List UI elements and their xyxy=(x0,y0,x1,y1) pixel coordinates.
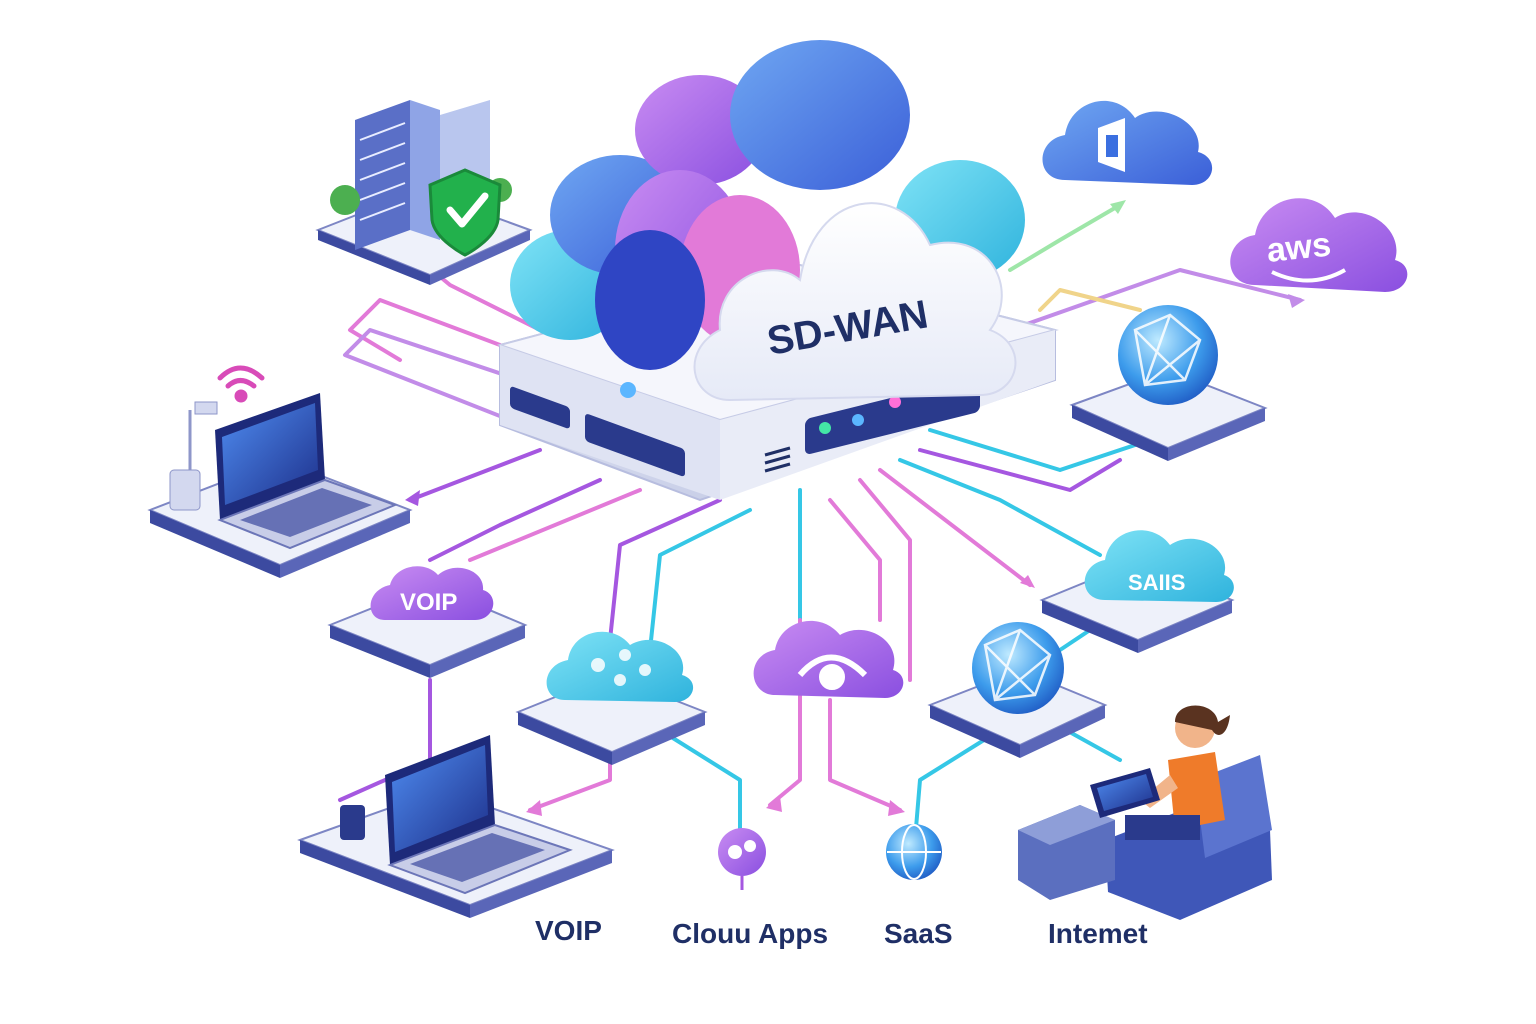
link-office xyxy=(1008,203,1122,272)
link-left-purple xyxy=(343,328,522,422)
link-saas xyxy=(878,468,1032,587)
link-aws-2 xyxy=(1038,288,1142,312)
cloud-icon xyxy=(370,566,494,620)
led-blue xyxy=(852,414,864,426)
cloud-apps-node xyxy=(515,631,708,765)
led-cyan xyxy=(819,422,831,434)
led-pink xyxy=(889,396,901,408)
label-voip: VOIP xyxy=(535,915,602,946)
label-cloud-apps: Clouu Apps xyxy=(672,918,828,949)
laptop-icon xyxy=(385,735,573,895)
cloud-icon xyxy=(1042,100,1213,185)
app-cloud-node xyxy=(753,620,904,698)
internet-node xyxy=(927,622,1108,758)
link-saas-bottom xyxy=(828,698,902,812)
arrow-saas-bottom xyxy=(888,800,905,816)
link-cloud-apps-2 xyxy=(648,508,752,652)
link-globe xyxy=(928,428,1152,472)
saas-node: SAIIS xyxy=(1039,530,1235,653)
link-internet-bottom xyxy=(913,728,1002,842)
link-saas-globe xyxy=(1058,628,1092,652)
router-port-1 xyxy=(510,386,570,429)
arrowheads xyxy=(405,200,1305,816)
arrow-cloud-apps xyxy=(766,796,782,812)
cloud-icon xyxy=(1084,530,1234,602)
link-voip xyxy=(428,478,602,562)
link-center-down-3 xyxy=(858,478,912,682)
router-small-icon xyxy=(169,401,218,511)
wifi-icon xyxy=(217,365,265,403)
bottom-cloud-apps-icon xyxy=(718,828,766,890)
link-cloud-apps xyxy=(608,498,722,642)
router-small-icon xyxy=(340,805,365,840)
label-internet: Intemet xyxy=(1048,918,1148,949)
link-center-down-2 xyxy=(828,498,882,622)
sd-wan-router: SD-WAN xyxy=(496,40,1059,502)
arrow-aws xyxy=(1288,294,1305,308)
aws-cloud-node: aws xyxy=(1230,198,1408,292)
voip-cloud-label: VOIP xyxy=(400,589,457,616)
link-laptop-top xyxy=(408,448,542,502)
globe-icon xyxy=(1118,305,1218,405)
laptop-icon xyxy=(215,393,398,550)
link-globe-2 xyxy=(918,448,1122,492)
office-cloud-node xyxy=(1042,100,1213,185)
connection-lines xyxy=(338,203,1302,842)
link-cloud-apps-bottom xyxy=(658,728,742,832)
saas-cloud-label: SAIIS xyxy=(1128,570,1185,595)
hub-cloud-front xyxy=(693,202,1017,402)
shield-check-icon xyxy=(428,168,502,257)
globe-node xyxy=(1069,305,1268,461)
cloud-icon xyxy=(546,631,694,702)
camera-icon xyxy=(797,654,868,690)
bottom-labels: VOIP Clouu Apps SaaS Intemet xyxy=(535,915,1148,949)
bottom-saas-globe-icon xyxy=(886,824,942,880)
arrow-laptop xyxy=(405,490,420,506)
router-indicator xyxy=(620,382,636,398)
arrow-saas xyxy=(1020,575,1035,588)
router-port-2 xyxy=(585,414,685,477)
arrow-laptop-bottom xyxy=(526,800,542,816)
office-icon xyxy=(1098,118,1125,172)
link-aws xyxy=(1008,268,1302,332)
router-vents xyxy=(764,446,791,473)
person-shirt xyxy=(1168,752,1225,830)
link-voip-2 xyxy=(468,488,642,562)
link-saas-2 xyxy=(898,458,1102,557)
laptop-node-bottom xyxy=(297,735,615,918)
link-datacenter-2 xyxy=(348,298,542,362)
aws-label: aws xyxy=(1265,225,1333,270)
laptop-node-left xyxy=(147,365,413,578)
arrow-office xyxy=(1110,200,1126,214)
voip-node: VOIP xyxy=(327,566,528,678)
label-saas: SaaS xyxy=(884,918,953,949)
person-hair xyxy=(1175,705,1230,735)
cloud-icon xyxy=(1230,198,1408,292)
hub-cloud-stack: SD-WAN xyxy=(510,40,1025,402)
data-center-node xyxy=(315,100,533,285)
person-on-couch-icon xyxy=(1018,705,1272,920)
globe-icon xyxy=(972,622,1064,714)
person-legs xyxy=(1125,815,1200,840)
